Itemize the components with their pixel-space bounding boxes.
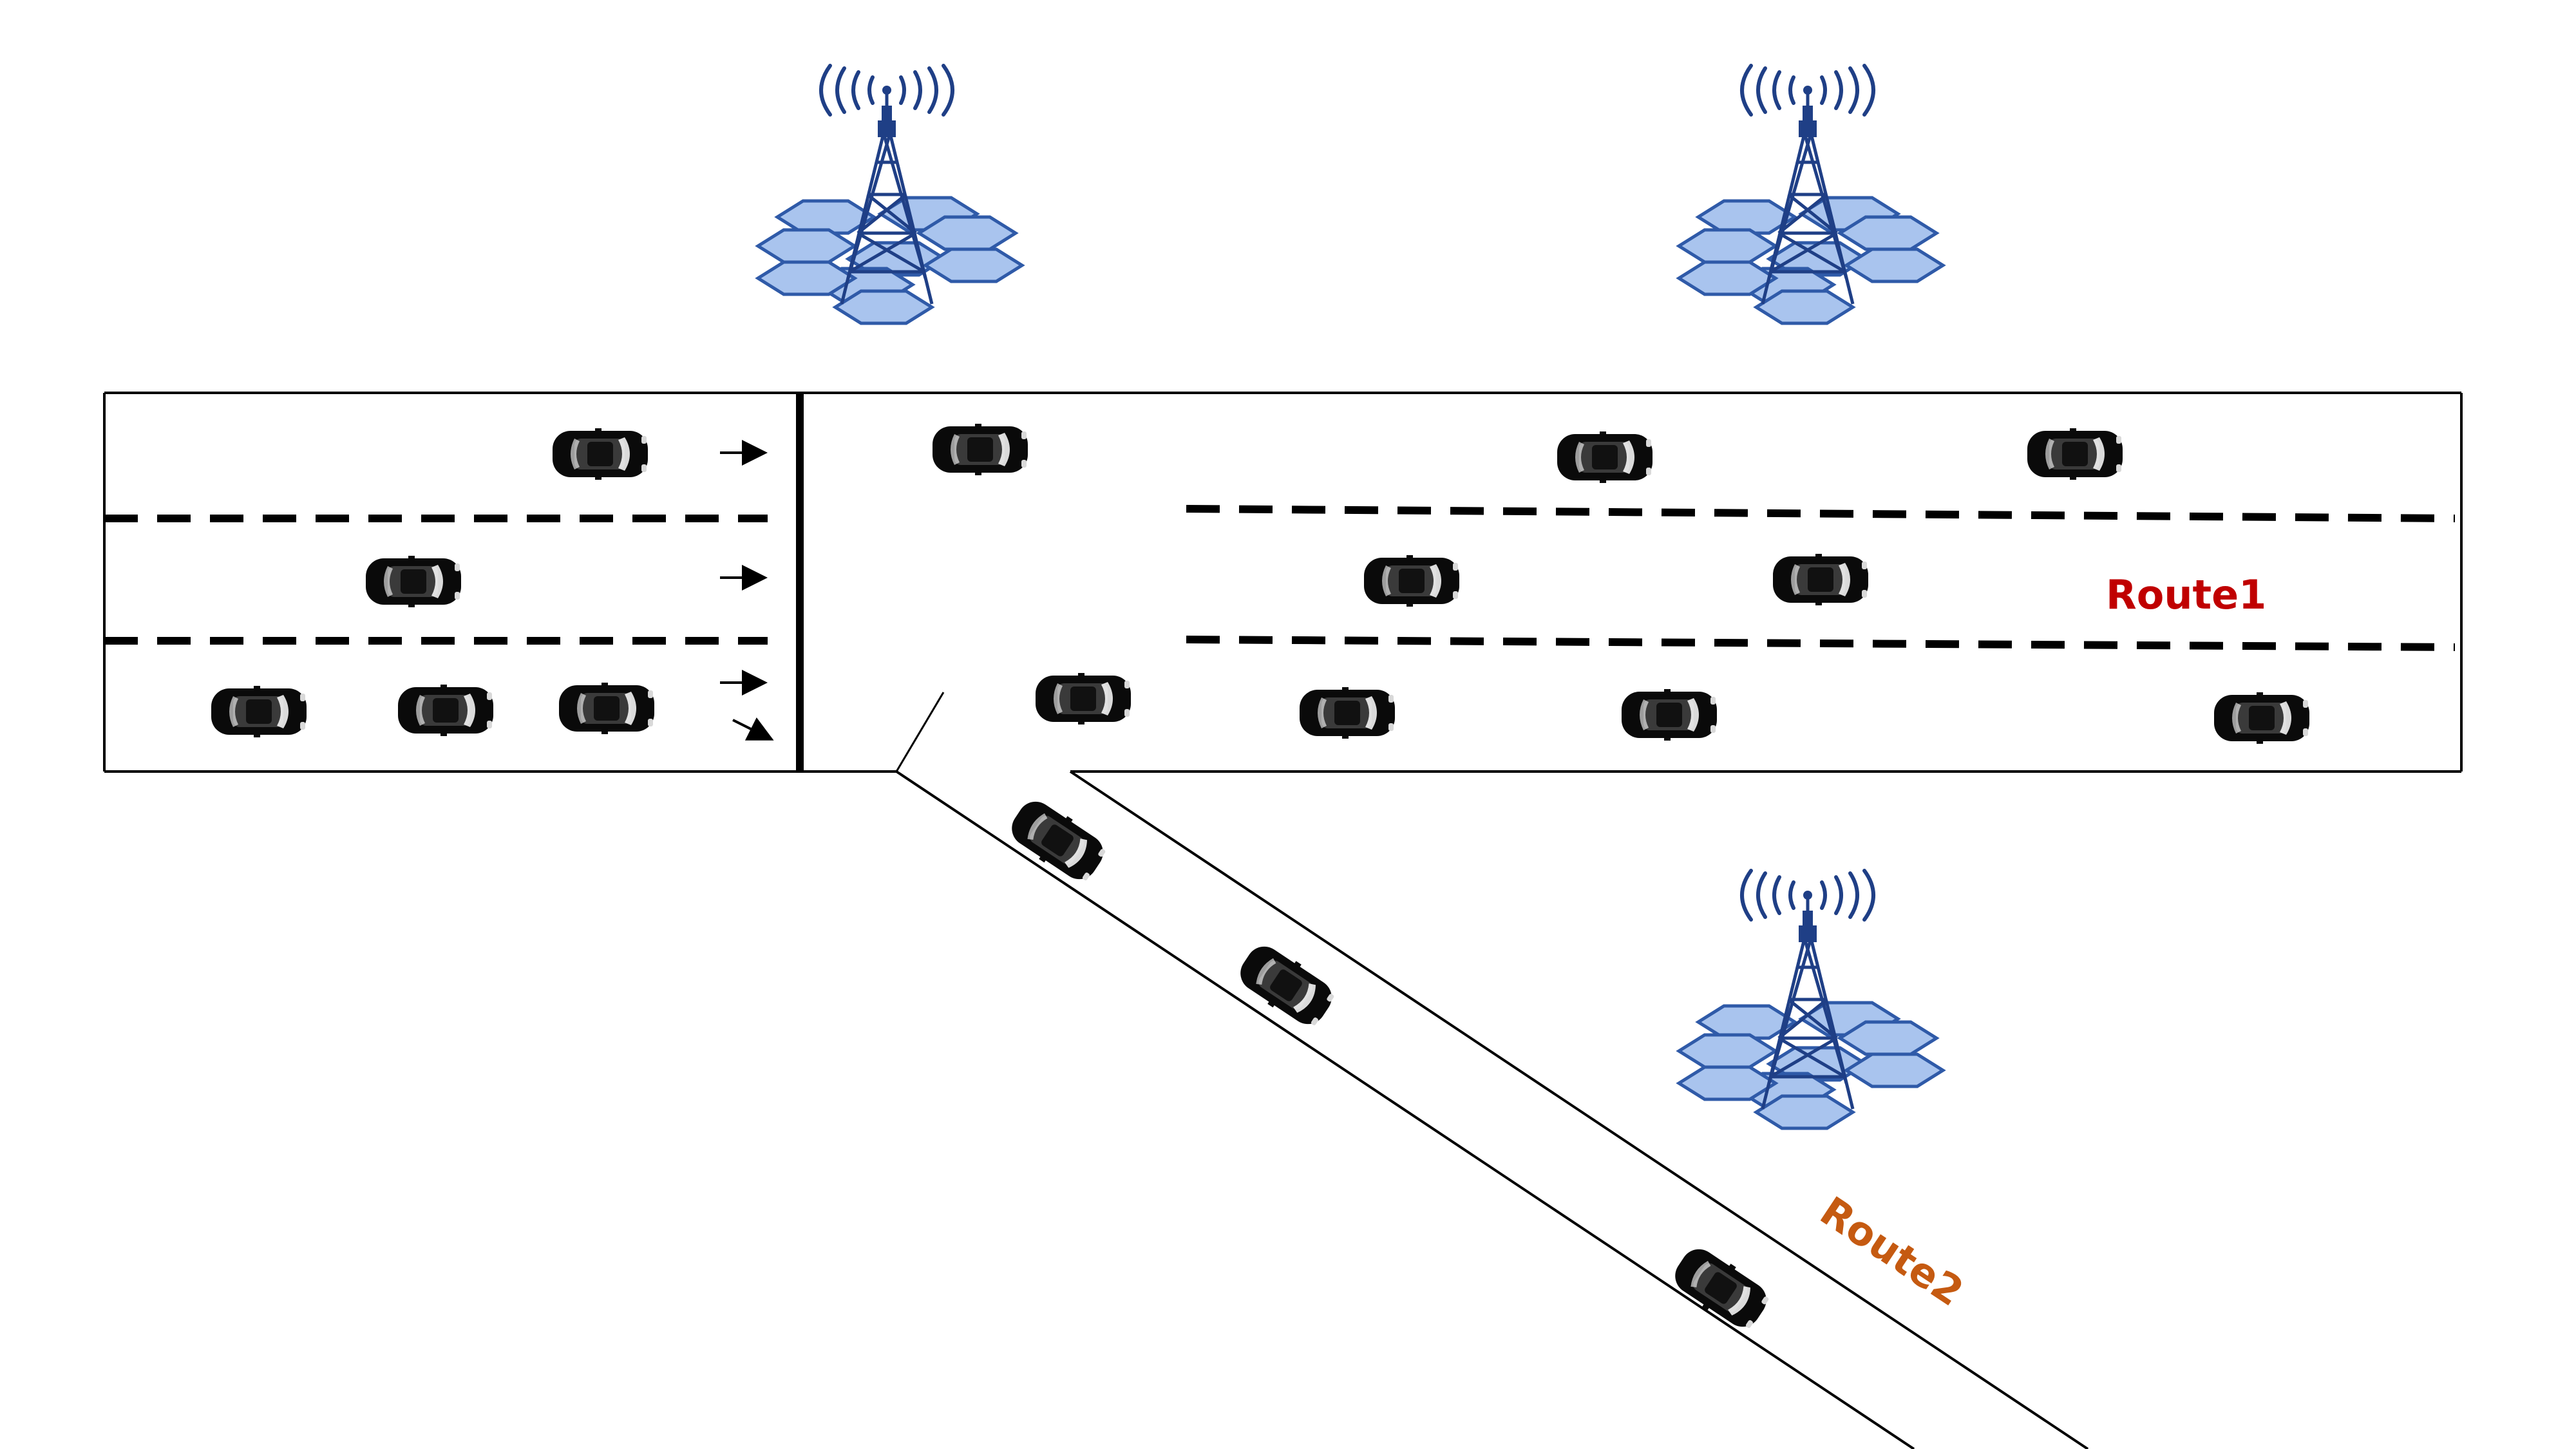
car-icon	[1773, 554, 1868, 605]
cars	[211, 424, 2309, 1336]
car-icon	[1036, 673, 1131, 724]
car-icon	[1003, 792, 1112, 889]
car-icon	[933, 424, 1028, 475]
car-icon	[1232, 937, 1340, 1034]
route1-label: Route1	[2106, 571, 2266, 618]
car-icon	[366, 556, 461, 607]
main-road	[103, 392, 2463, 773]
car-icon	[2027, 428, 2123, 480]
car-icon	[1622, 689, 1717, 741]
lane-dividers	[104, 505, 2456, 651]
cell-tower-icon	[1679, 871, 1943, 1128]
branch-road	[895, 770, 2089, 1449]
car-icon	[1557, 431, 1653, 483]
junction-marker	[895, 692, 945, 772]
car-icon	[559, 683, 654, 734]
car-icon	[1300, 687, 1395, 739]
route2-label: Route2	[1812, 1188, 1972, 1316]
cell-tower-icon	[758, 66, 1022, 323]
car-icon	[553, 428, 648, 480]
car-icon	[398, 685, 493, 736]
arrow-right-icon	[732, 717, 774, 741]
car-icon	[211, 686, 307, 737]
car-icon	[1364, 555, 1459, 607]
cell-tower-icon	[1679, 66, 1943, 323]
car-icon	[2214, 692, 2309, 744]
direction-arrows	[720, 440, 774, 741]
